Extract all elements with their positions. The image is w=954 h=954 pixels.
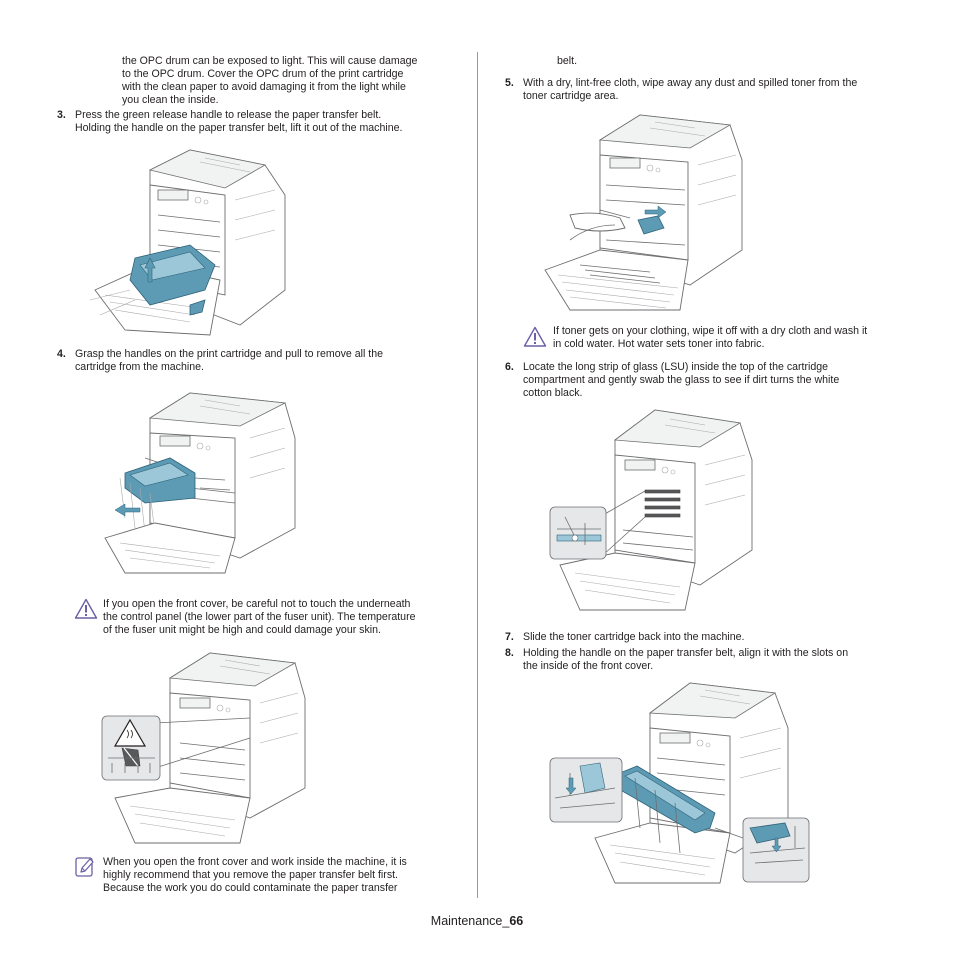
- caution-line: of the fuser unit might be high and coul…: [103, 624, 381, 636]
- page-footer: Maintenance_66: [0, 914, 954, 928]
- intro-line: the OPC drum can be exposed to light. Th…: [122, 55, 418, 67]
- caution-line: the control panel (the lower part of the…: [103, 611, 416, 623]
- intro-paragraph: the OPC drum can be exposed to light. Th…: [122, 55, 417, 107]
- step-6-line: Locate the long strip of glass (LSU) ins…: [523, 361, 829, 373]
- figure-transfer-belt-install: [549, 682, 810, 884]
- step-8-text: Holding the handle on the paper transfer…: [523, 647, 848, 673]
- page-number: 66: [509, 914, 524, 928]
- step-3-text: Press the green release handle to releas…: [75, 109, 402, 135]
- step-7-text: Slide the toner cartridge back into the …: [523, 631, 744, 644]
- step-5-number: 5.: [505, 77, 514, 89]
- step-6-number: 6.: [505, 361, 514, 373]
- step-7-line: Slide the toner cartridge back into the …: [523, 631, 745, 643]
- step-4-number: 4.: [57, 348, 66, 360]
- note-transfer-belt-text: When you open the front cover and work i…: [103, 856, 407, 895]
- figure-wipe-toner-area: [544, 114, 743, 311]
- figure-cartridge-removal: [104, 392, 296, 574]
- note-line: When you open the front cover and work i…: [103, 856, 407, 868]
- step-7-number: 7.: [505, 631, 514, 643]
- step-6-line: compartment and gently swab the glass to…: [523, 374, 840, 386]
- note-line: Because the work you do could contaminat…: [103, 882, 398, 894]
- step-8-line: Holding the handle on the paper transfer…: [523, 647, 849, 659]
- figure-fuser-warning: [101, 652, 306, 844]
- note-pencil-icon: [75, 857, 94, 877]
- column-divider: [477, 52, 478, 898]
- intro-line: with the clean paper to avoid damaging i…: [122, 81, 406, 93]
- caution-fuser-text: If you open the front cover, be careful …: [103, 598, 416, 637]
- step-5-line: toner cartridge area.: [523, 90, 619, 102]
- caution-line: If toner gets on your clothing, wipe it …: [553, 325, 868, 337]
- step-3-number: 3.: [57, 109, 66, 121]
- step-8-line: the inside of the front cover.: [523, 660, 654, 672]
- caution-line: If you open the front cover, be careful …: [103, 598, 411, 610]
- step-4-line: Grasp the handles on the print cartridge…: [75, 348, 383, 360]
- note-continuation: belt.: [557, 55, 578, 67]
- note-line: highly recommend that you remove the pap…: [103, 869, 399, 881]
- caution-triangle-icon: [74, 598, 98, 619]
- caution-line: in cold water. Hot water sets toner into…: [553, 338, 765, 350]
- step-8-number: 8.: [505, 647, 514, 659]
- step-5-text: With a dry, lint-free cloth, wipe away a…: [523, 77, 857, 103]
- caution-triangle-icon: [523, 326, 547, 347]
- figure-lsu-glass: [549, 409, 753, 611]
- caution-toner-clothing-text: If toner gets on your clothing, wipe it …: [553, 325, 867, 351]
- figure-transfer-belt-removal: [89, 149, 286, 336]
- step-6-line: cotton black.: [523, 387, 583, 399]
- step-6-text: Locate the long strip of glass (LSU) ins…: [523, 361, 839, 400]
- step-3-line: Holding the handle on the paper transfer…: [75, 122, 403, 134]
- footer-section: Maintenance_: [430, 914, 510, 928]
- step-5-line: With a dry, lint-free cloth, wipe away a…: [523, 77, 858, 89]
- intro-line: you clean the inside.: [122, 94, 219, 106]
- step-3-line: Press the green release handle to releas…: [75, 109, 382, 121]
- step-4-text: Grasp the handles on the print cartridge…: [75, 348, 383, 374]
- intro-line: to the OPC drum. Cover the OPC drum of t…: [122, 68, 404, 80]
- step-4-line: cartridge from the machine.: [75, 361, 204, 373]
